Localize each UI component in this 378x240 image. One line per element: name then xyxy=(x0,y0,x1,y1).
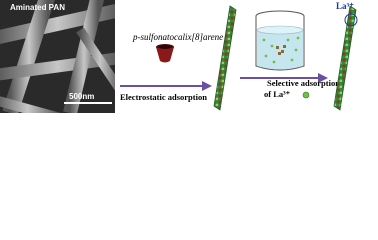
scale-bar xyxy=(64,102,112,104)
step1-label: Electrostatic adsorption xyxy=(120,92,207,102)
coated-fiber-2 xyxy=(333,5,358,111)
arrow-selective xyxy=(240,73,328,83)
sem-micrograph: Aminated PAN 500nm xyxy=(0,0,115,113)
ion-sphere-icon xyxy=(302,91,310,99)
arrow-electrostatic xyxy=(120,81,212,91)
step2-label-line2: of La³⁺ xyxy=(264,89,291,99)
sem-fibers-image xyxy=(0,0,115,113)
reagent-label: p-sulfonatocalix[8]arene xyxy=(133,32,224,42)
ion-label: La³⁺ xyxy=(336,1,354,11)
calixarene-bowl-icon xyxy=(156,44,174,63)
step2-label-line1: Selective adsorption xyxy=(267,78,340,88)
coated-fiber-1 xyxy=(213,5,237,111)
sem-label: Aminated PAN xyxy=(10,3,65,12)
scale-bar-label: 500nm xyxy=(69,92,95,101)
beaker-icon xyxy=(255,10,305,71)
